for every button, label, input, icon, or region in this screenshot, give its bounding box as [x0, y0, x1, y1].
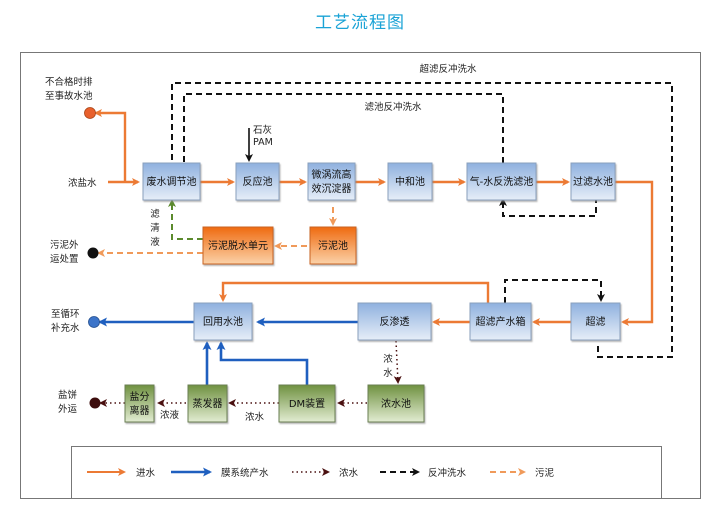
uf-product-tank-label: 超滤产水箱	[476, 315, 526, 328]
neutralization-tank-label: 中和池	[395, 175, 425, 188]
concentrate-tank-box[interactable]	[367, 384, 425, 423]
legend-item-concentrate: 浓水	[292, 467, 359, 479]
sludge-dewatering-label: 污泥脱水单元	[208, 239, 268, 252]
equalization-tank-label: 废水调节池	[147, 175, 197, 188]
legend-label: 反冲洗水	[428, 467, 467, 479]
emergency-label-1: 不合格时排	[45, 76, 93, 88]
sludge-tank-label: 污泥池	[318, 239, 348, 252]
dm-unit-box[interactable]	[278, 384, 336, 423]
sludge-out-label-1: 污泥外	[50, 239, 79, 251]
dm-unit-label: DM装置	[289, 397, 325, 410]
sludge-out-label-2: 运处置	[50, 253, 79, 265]
filter-backwash-line	[180, 93, 504, 173]
salt-out-endpoint	[89, 397, 101, 409]
sludge-out-endpoint	[87, 247, 99, 259]
conc-water-label: 浓水	[245, 411, 265, 423]
filtrate-char-1: 滤	[150, 208, 160, 220]
uf-backwash-label: 超滤反冲洗水	[419, 63, 477, 75]
filter-backwash-label: 滤池反冲洗水	[364, 101, 422, 113]
uf-backwash-line	[168, 82, 673, 358]
air-water-filter-box[interactable]	[466, 162, 537, 201]
recycle-label-2: 补充水	[51, 322, 80, 334]
salt-separator-label-2: 离器	[130, 404, 150, 417]
reuse-tank-label: 回用水池	[203, 315, 243, 328]
evaporator-box[interactable]	[187, 384, 228, 423]
emergency-pool-endpoint	[84, 107, 96, 119]
legend-item-sludge: 污泥	[490, 467, 555, 479]
legend-item-inlet: 进水	[87, 467, 156, 479]
brine-in-label: 浓盐水	[68, 177, 97, 189]
recycle-endpoint	[88, 316, 100, 328]
salt-separator-label-1: 盐分	[130, 390, 150, 403]
uf-tank-backwash-line	[504, 279, 605, 303]
ultrafiltration-box[interactable]	[570, 302, 621, 341]
concentrate-tank-label: 浓水池	[381, 397, 411, 410]
salt-separator-box[interactable]	[124, 384, 155, 423]
clarifier-label-2: 效沉淀器	[312, 182, 352, 195]
page-title: 工艺流程图	[315, 13, 405, 33]
dm-product-line	[216, 341, 309, 385]
reaction-tank-label: 反应池	[243, 175, 273, 188]
legend-label: 浓水	[339, 467, 359, 479]
filtered-water-tank-box[interactable]	[570, 162, 616, 201]
ro-conc-char-2: 水	[383, 367, 393, 379]
filtrate-char-2: 清	[150, 222, 160, 234]
sludge-dewatering-box[interactable]	[202, 226, 274, 265]
filter-local-backwash-line	[499, 197, 597, 217]
salt-out-label-2: 外运	[58, 403, 78, 415]
recycle-label-1: 至循环	[51, 308, 80, 320]
legend-label: 污泥	[535, 467, 555, 479]
reverse-osmosis-label: 反渗透	[380, 315, 410, 328]
ro-conc-char-1: 浓	[383, 353, 393, 365]
lime-label: 石灰	[253, 124, 272, 136]
flow-line	[615, 180, 654, 326]
ultrafiltration-label: 超滤	[586, 315, 606, 328]
filtrate-char-3: 液	[150, 236, 160, 248]
evaporator-label: 蒸发器	[193, 397, 223, 410]
uf-product-tank-box[interactable]	[469, 302, 532, 341]
legend-label: 进水	[136, 467, 156, 479]
emergency-label-2: 至事故水池	[45, 90, 93, 102]
legend-label: 膜系统产水	[221, 467, 269, 479]
air-water-filter-label: 气-水反洗滤池	[470, 175, 534, 188]
pam-label: PAM	[253, 137, 273, 148]
salt-out-label-1: 盐饼	[58, 389, 78, 401]
sludge-tank-box[interactable]	[309, 226, 357, 265]
clarifier-label-1: 微涡流高	[312, 168, 352, 181]
bypass-to-reuse-line	[219, 281, 490, 303]
legend-item-backwash: 反冲洗水	[380, 467, 467, 479]
filtrate-return-line	[168, 199, 203, 240]
neutralization-tank-box[interactable]	[387, 162, 433, 201]
legend-item-membrane: 膜系统产水	[171, 467, 269, 479]
diagram-frame	[20, 52, 701, 499]
conc-liquid-label: 浓液	[160, 409, 180, 421]
clarifier-box[interactable]	[307, 162, 356, 201]
emergency-discharge-line	[94, 109, 127, 182]
filtered-water-tank-label: 过滤水池	[573, 175, 613, 188]
reaction-tank-box[interactable]	[235, 162, 280, 201]
equalization-tank-box[interactable]	[142, 162, 201, 201]
reverse-osmosis-box[interactable]	[357, 302, 432, 341]
reuse-tank-box[interactable]	[193, 302, 253, 341]
legend-box	[71, 446, 662, 499]
